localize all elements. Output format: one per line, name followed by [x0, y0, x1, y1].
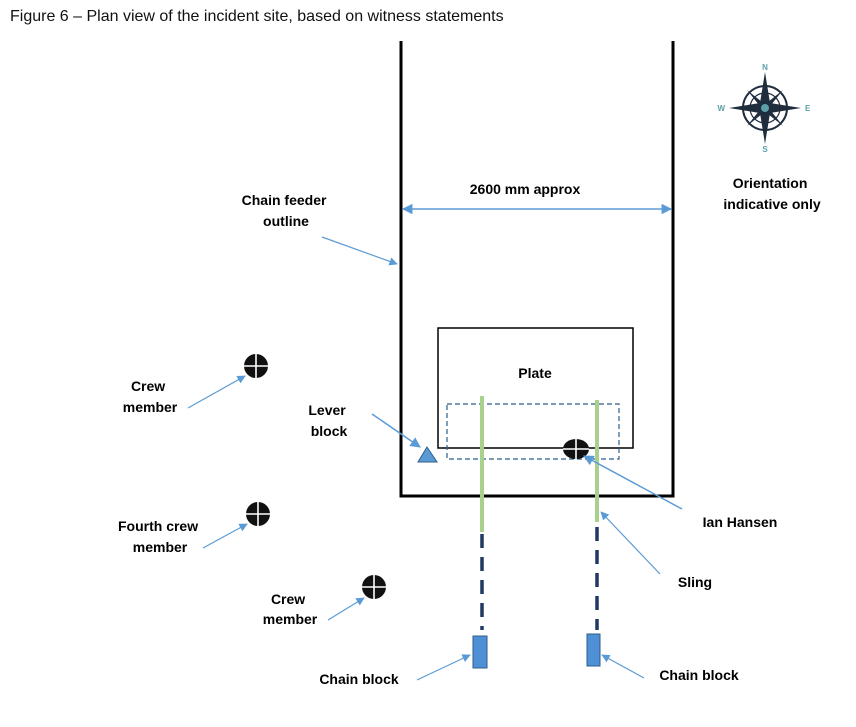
crew-member-1-label-line2: member — [123, 399, 178, 415]
orientation-note-line1: Orientation — [733, 175, 808, 191]
compass-n: N — [762, 63, 768, 72]
fourth-crew-member-label-line2: member — [133, 539, 188, 555]
crew-member-1-label-line1: Crew — [131, 378, 165, 394]
width-label: 2600 mm approx — [470, 181, 581, 197]
fourth-crew-member-label: Fourth crew member — [118, 518, 202, 555]
chain-block-left — [472, 635, 488, 669]
chain-feeder-label: Chain feeder outline — [242, 192, 331, 229]
orientation-note-line2: indicative only — [723, 196, 820, 212]
compass-rose-icon: N S E W — [717, 63, 811, 154]
fourth-crew-member-marker-icon — [246, 502, 270, 526]
fourth-crew-member-pointer — [202, 523, 248, 549]
crew-member-2-label: Crew member — [263, 591, 318, 627]
ian-hansen-pointer — [583, 455, 683, 510]
compass-s: S — [762, 145, 768, 154]
chain-feeder-pointer — [321, 236, 398, 266]
compass-w: W — [717, 104, 725, 113]
plate-label: Plate — [518, 365, 552, 381]
crew-member-2-pointer — [327, 597, 365, 621]
plate — [437, 327, 634, 449]
crew-member-1-pointer — [187, 375, 246, 409]
chain-block-right — [586, 633, 601, 667]
crew-member-2-marker-icon — [362, 575, 386, 599]
dashed-lift-area — [446, 403, 620, 460]
chain-feeder-label-line1: Chain feeder — [242, 192, 327, 208]
lever-block-label-line1: Lever — [308, 402, 346, 418]
lever-block-pointer — [371, 413, 421, 448]
chain-block-right-pointer — [601, 654, 645, 679]
lever-block-label: Lever block — [308, 402, 349, 439]
chain-feeder-label-line2: outline — [263, 213, 309, 229]
chain-block-left-pointer — [416, 654, 471, 681]
compass-e: E — [805, 104, 811, 113]
crew-member-2-label-line2: member — [263, 611, 318, 627]
lever-block-label-line2: block — [311, 423, 348, 439]
crew-member-1-label: Crew member — [123, 378, 178, 415]
crew-member-2-label-line1: Crew — [271, 591, 305, 607]
ian-hansen-label: Ian Hansen — [703, 514, 778, 530]
fourth-crew-member-label-line1: Fourth crew — [118, 518, 198, 534]
ian-hansen-marker-icon — [563, 439, 589, 459]
sling-label: Sling — [678, 574, 712, 590]
chain-block-right-label: Chain block — [659, 667, 739, 683]
sling-pointer — [600, 511, 661, 575]
chain-block-left-label: Chain block — [319, 671, 399, 687]
chain-feeder-outline — [399, 41, 675, 498]
lever-block-icon — [417, 446, 438, 463]
orientation-note: Orientation indicative only — [723, 175, 820, 212]
figure-caption: Figure 6 – Plan view of the incident sit… — [10, 8, 504, 25]
crew-member-1-marker-icon — [244, 354, 268, 378]
